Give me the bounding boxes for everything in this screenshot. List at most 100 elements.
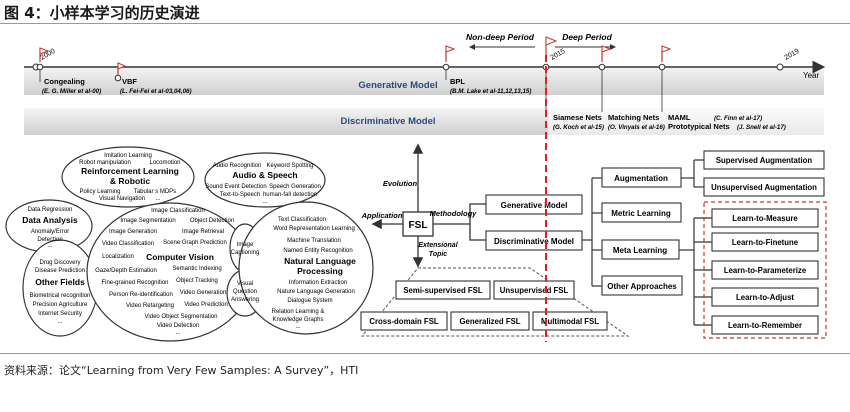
svg-text:Learn-to-Parameterize: Learn-to-Parameterize bbox=[724, 266, 807, 275]
year-2015-label: 2015 bbox=[550, 48, 567, 62]
svg-text:Natural Language: Natural Language bbox=[284, 256, 356, 266]
audio-cluster: Audio Recognition Keyword Spotting Audio… bbox=[205, 163, 321, 205]
page-title: 图 4：小样本学习的历史演进 bbox=[4, 4, 200, 22]
augmentation-supervised: Supervised Augmentation bbox=[703, 150, 825, 170]
svg-text:Localization: Localization bbox=[102, 254, 134, 260]
svg-text:Cross-domain FSL: Cross-domain FSL bbox=[369, 317, 439, 326]
topic-generalized: Generalized FSL bbox=[450, 311, 530, 331]
svg-text:Learn-to-Measure: Learn-to-Measure bbox=[732, 214, 798, 223]
event-vbf: VBF (L. Fei-Fei et al-03,04,06) bbox=[120, 77, 192, 95]
svg-text:Precision Agriculture: Precision Agriculture bbox=[33, 302, 88, 308]
cv-cluster: Image Classification Image Segmentation … bbox=[95, 208, 234, 336]
svg-text:Word Representation Learning: Word Representation Learning bbox=[273, 226, 355, 232]
svg-text:Drug Discovery: Drug Discovery bbox=[39, 260, 80, 266]
svg-text:Image Classification: Image Classification bbox=[151, 208, 205, 214]
svg-text:Video Classification: Video Classification bbox=[102, 241, 154, 247]
extensional-label: Extensional bbox=[418, 242, 458, 249]
svg-text:Tabular s MDPs: Tabular s MDPs bbox=[134, 189, 176, 195]
svg-text:Machine Translation: Machine Translation bbox=[287, 238, 341, 244]
meta-learn-to-measure: Learn-to-Measure bbox=[711, 208, 819, 228]
topic-unsupervised: Unsupervised FSL bbox=[493, 280, 575, 300]
svg-text:Data Analysis: Data Analysis bbox=[22, 215, 78, 225]
svg-text:Sound Event Detection: Sound Event Detection bbox=[205, 184, 266, 190]
event-bpl: BPL (B.M. Lake et al-11,12,13,15) bbox=[445, 70, 531, 95]
meta-learn-to-remember: Learn-to-Remember bbox=[711, 315, 819, 335]
svg-text:(E. G. Miller et al-00): (E. G. Miller et al-00) bbox=[42, 88, 101, 95]
svg-text:Locomotion: Locomotion bbox=[149, 160, 180, 166]
svg-text:Object Detection: Object Detection bbox=[190, 218, 234, 224]
data-analysis-cluster: Data Regression Data Analysis Anomaly/Er… bbox=[22, 207, 78, 249]
svg-text:Captioning: Captioning bbox=[231, 250, 260, 256]
svg-text:Visual: Visual bbox=[237, 281, 253, 287]
topic-semi-supervised: Semi-supervised FSL bbox=[395, 280, 491, 300]
event-matching: Matching Nets (O. Vinyals et al-16) bbox=[601, 70, 665, 131]
augmentation-unsupervised: Unsupervised Augmentation bbox=[703, 177, 825, 197]
svg-text:Other Fields: Other Fields bbox=[35, 277, 85, 287]
svg-text:Prototypical Nets: Prototypical Nets bbox=[668, 122, 730, 131]
footer-divider bbox=[0, 353, 850, 354]
svg-text:Audio Recognition: Audio Recognition bbox=[213, 163, 262, 169]
svg-text:Answering: Answering bbox=[231, 297, 259, 303]
svg-text:...: ... bbox=[155, 196, 160, 202]
svg-text:Video Detection: Video Detection bbox=[157, 323, 199, 329]
svg-text:Unsupervised Augmentation: Unsupervised Augmentation bbox=[711, 183, 817, 192]
svg-text:Information Extraction: Information Extraction bbox=[289, 280, 347, 286]
captioning-cluster: Image Captioning bbox=[231, 242, 260, 256]
svg-text:Text-to-Speech: Text-to-Speech bbox=[220, 192, 260, 198]
svg-text:Video Generation: Video Generation bbox=[180, 290, 227, 296]
period-nondeep-label: Non-deep Period bbox=[466, 32, 535, 42]
svg-text:Generalized FSL: Generalized FSL bbox=[459, 317, 520, 326]
rl-cluster: Imitation Learning Robot manipulation Lo… bbox=[79, 153, 180, 202]
svg-text:Biometrical recognition: Biometrical recognition bbox=[30, 293, 91, 299]
svg-text:Computer Vision: Computer Vision bbox=[146, 252, 214, 262]
year-axis-label: Year bbox=[803, 71, 820, 80]
source-note: 资料来源：论文“Learning from Very Few Samples: … bbox=[4, 364, 359, 377]
svg-text:Visual Navigation: Visual Navigation bbox=[99, 196, 145, 202]
topic-cross-domain: Cross-domain FSL bbox=[360, 311, 448, 331]
vqa-cluster: Visual Question Answering bbox=[231, 281, 259, 303]
strategy-connectors bbox=[582, 159, 712, 326]
application-ellipses bbox=[5, 146, 374, 342]
topic-multimodal: Multimodal FSL bbox=[532, 311, 608, 331]
meta-learn-to-finetune: Learn-to-Finetune bbox=[711, 232, 819, 252]
svg-text:...: ... bbox=[57, 319, 62, 325]
svg-text:Text Classification: Text Classification bbox=[278, 217, 326, 223]
event-congealing: Congealing (E. G. Miller et al-00) bbox=[39, 70, 101, 95]
svg-text:...: ... bbox=[295, 324, 300, 330]
svg-text:Speech Generation: Speech Generation bbox=[269, 184, 321, 190]
title-divider bbox=[0, 23, 850, 24]
fsl-center-label: FSL bbox=[409, 220, 428, 231]
strategy-meta-learning: Meta Learning bbox=[601, 239, 680, 260]
svg-text:(B.M. Lake et al-11,12,13,15): (B.M. Lake et al-11,12,13,15) bbox=[450, 88, 531, 95]
generative-band bbox=[24, 67, 824, 95]
svg-text:BPL: BPL bbox=[450, 77, 465, 86]
discriminative-model-label: Discriminative Model bbox=[494, 237, 574, 246]
svg-text:Metric Learning: Metric Learning bbox=[611, 209, 671, 218]
period-deep-label: Deep Period bbox=[562, 32, 612, 42]
svg-text:Disease Prediction: Disease Prediction bbox=[35, 268, 85, 274]
svg-text:Congealing: Congealing bbox=[44, 77, 85, 86]
svg-text:Matching Nets: Matching Nets bbox=[608, 113, 659, 122]
svg-text:...: ... bbox=[47, 243, 52, 249]
event-prototypical: Prototypical Nets (J. Snell et al-17) bbox=[668, 122, 786, 131]
svg-text:Other Approaches: Other Approaches bbox=[607, 282, 677, 291]
svg-text:Meta Learning: Meta Learning bbox=[613, 246, 667, 255]
svg-text:Object Tracking: Object Tracking bbox=[176, 278, 218, 284]
meta-learn-to-adjust: Learn-to-Adjust bbox=[711, 287, 819, 307]
svg-text:Learn-to-Adjust: Learn-to-Adjust bbox=[736, 293, 794, 302]
application-label: Application bbox=[361, 211, 403, 220]
svg-text:Learn-to-Finetune: Learn-to-Finetune bbox=[732, 238, 799, 247]
svg-text:Dialogue System: Dialogue System bbox=[287, 298, 332, 304]
svg-text:VBF: VBF bbox=[122, 77, 137, 86]
flag-icon bbox=[39, 36, 672, 75]
svg-text:Video Object Segmentation: Video Object Segmentation bbox=[145, 314, 218, 320]
svg-text:human-fall detection: human-fall detection bbox=[263, 192, 317, 198]
svg-text:Relation Learning &: Relation Learning & bbox=[272, 309, 325, 315]
nlp-cluster: Text Classification Word Representation … bbox=[272, 217, 357, 330]
svg-text:Augmentation: Augmentation bbox=[614, 174, 668, 183]
meta-learning-group bbox=[703, 201, 827, 339]
svg-text:Video Retargeting: Video Retargeting bbox=[126, 303, 174, 309]
svg-text:Internet Security: Internet Security bbox=[38, 311, 82, 317]
extensional-topic-label: Topic bbox=[429, 251, 448, 258]
svg-text:Scene Graph Prediction: Scene Graph Prediction bbox=[163, 240, 227, 246]
